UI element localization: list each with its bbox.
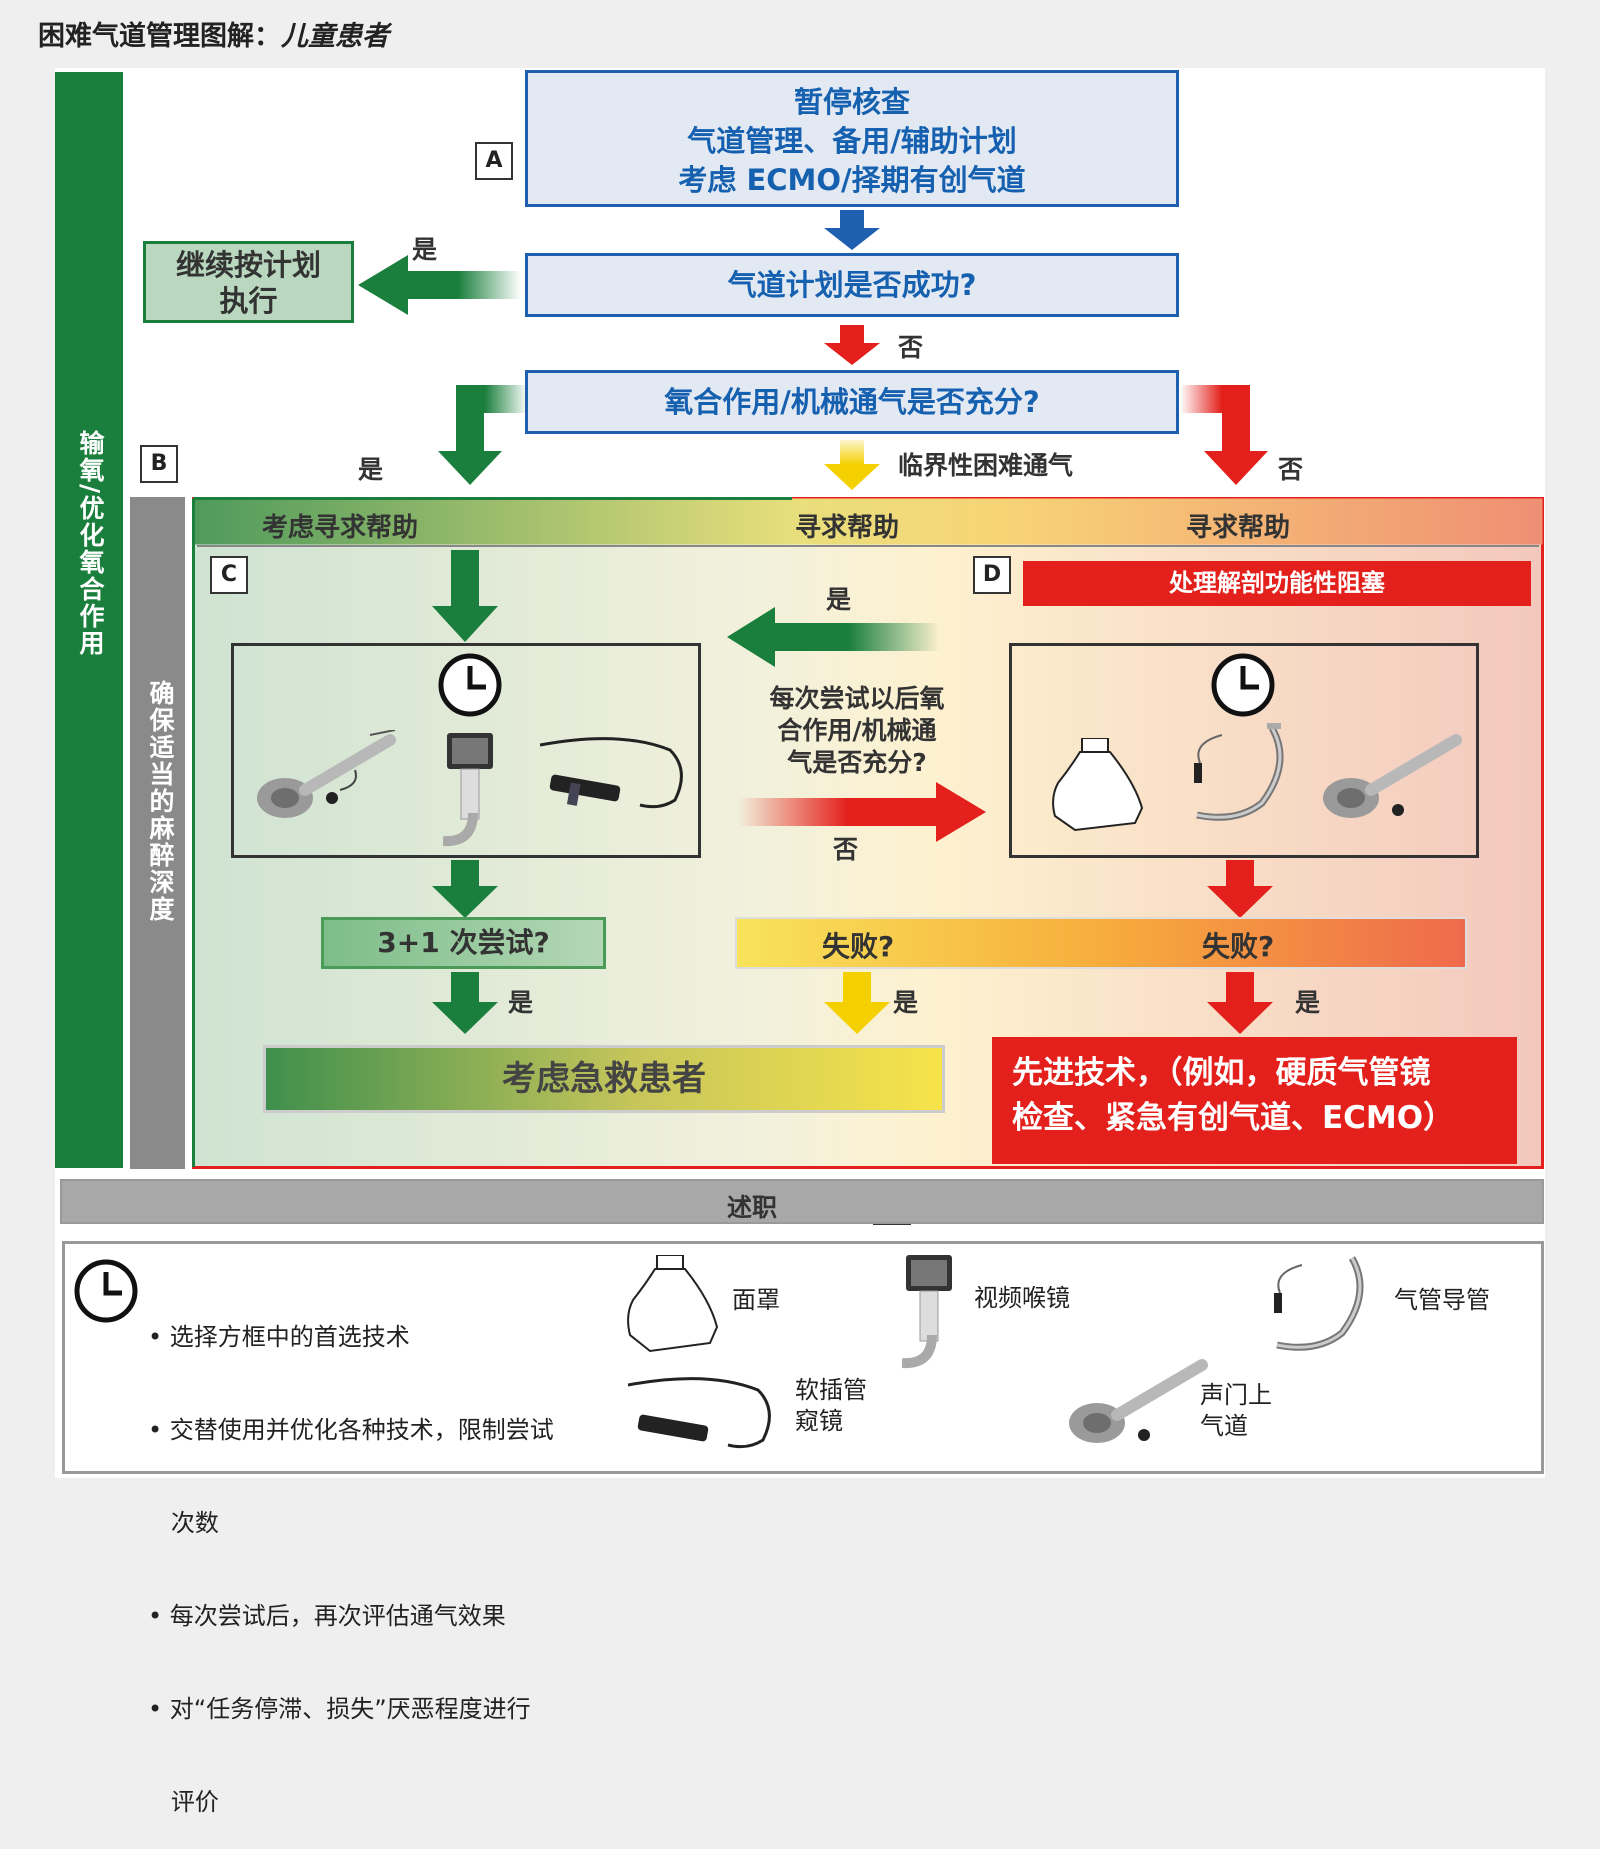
help-mid: 寻求帮助 [795, 513, 900, 543]
legend-bullet-4: • 对“任务停滞、损失”厌恶程度进行 [148, 1695, 531, 1723]
arrow-into-left-box [432, 550, 498, 642]
continue-line1: 继续按计划 [175, 248, 321, 282]
legend-bullets: • 选择方框中的首选技术 • 交替使用并优化各种技术，限制尝试 次数 • 每次尝… [148, 1260, 554, 1849]
letter-c: C [210, 556, 248, 594]
rescue-box: 考虑急救患者 [263, 1045, 945, 1113]
arrow-down-right-1 [1207, 860, 1273, 918]
clock-icon [1211, 653, 1275, 717]
legend-tube-label: 气管导管 [1394, 1286, 1490, 1314]
legend-sga-2: 气道 [1200, 1412, 1248, 1440]
arrow-down-right-2 [1207, 972, 1273, 1034]
legend-box [62, 1241, 1544, 1474]
advanced-techniques-box: 先进技术，（例如，硬质气管镜 检查、紧急有创气道、ECMO） [992, 1037, 1517, 1164]
legend-sga-1: 声门上 [1200, 1381, 1272, 1409]
arrow-middle-no [738, 782, 986, 842]
technique-box-right [1009, 643, 1479, 858]
fail-bar [735, 917, 1467, 969]
letter-a: A [475, 142, 513, 180]
oxygenation-question: 氧合作用/机械通气是否充分? [525, 370, 1179, 434]
title-italic: 儿童患者 [281, 21, 389, 52]
legend-bullet-3: • 每次尝试后，再次评估通气效果 [148, 1602, 506, 1630]
label-no-1: 否 [898, 333, 924, 362]
label-yes-1: 是 [412, 235, 438, 264]
label-no-2: 否 [1278, 455, 1304, 484]
continue-plan-box: 继续按计划 执行 [143, 241, 354, 323]
continue-line2: 执行 [219, 284, 278, 318]
video-laryngoscope-icon [902, 1255, 952, 1369]
timeout-line2: 气道管理、备用/辅助计划 [687, 124, 1017, 158]
oxygen-bar-label: 输氧/优化氧合作用 [76, 430, 105, 658]
middle-q-line3: 气是否充分? [787, 748, 927, 777]
arrow-critical [824, 440, 880, 490]
label-critical: 临界性困难通气 [898, 451, 1074, 480]
legend-bullet-1: • 选择方框中的首选技术 [148, 1323, 410, 1351]
timeout-line1: 暂停核查 [793, 85, 910, 119]
arrow-down-left-1 [432, 860, 498, 918]
fail-label-2: 失败? [1202, 930, 1275, 963]
flexible-scope-icon [540, 737, 683, 809]
arrow-down-blue [824, 210, 880, 250]
anesthesia-bar-label: 确保适当的麻醉深度 [146, 680, 175, 923]
legend-bullet-2b: 次数 [148, 1509, 219, 1537]
label-yes-3: 是 [508, 988, 534, 1017]
legend-sga-label: 声门上 气道 [1200, 1380, 1272, 1442]
middle-question: 每次尝试以后氧 合作用/机械通 气是否充分? [742, 683, 972, 779]
legend-bullet-2: • 交替使用并优化各种技术，限制尝试 [148, 1416, 554, 1444]
legend-mask-label: 面罩 [732, 1286, 780, 1314]
anesthesia-bar [130, 497, 185, 1169]
fail-label-1: 失败? [822, 930, 895, 963]
legend-video-label: 视频喉镜 [974, 1284, 1070, 1312]
advanced-line2: 检查、紧急有创气道、ECMO） [1012, 1100, 1455, 1136]
arrow-no-down [1180, 385, 1268, 485]
label-yes-2: 是 [358, 455, 384, 484]
inner-region [197, 545, 1539, 1164]
face-mask-icon [627, 1255, 719, 1353]
arrow-middle-yes [727, 607, 940, 667]
middle-q-line2: 合作用/机械通 [777, 716, 937, 745]
clock-icon [438, 653, 502, 717]
label-yes-5: 是 [1295, 988, 1321, 1017]
clock-icon [74, 1259, 138, 1323]
help-left: 考虑寻求帮助 [262, 513, 419, 543]
arrow-yes-continue [358, 255, 521, 315]
endotracheal-tube-icon [1194, 723, 1284, 821]
page-title: 困难气道管理图解：儿童患者 [38, 14, 389, 53]
help-right: 寻求帮助 [1186, 513, 1291, 543]
legend-flexscope-1: 软插管 [795, 1376, 867, 1404]
label-no-middle: 否 [833, 835, 859, 864]
title-main: 困难气道管理图解： [38, 21, 281, 52]
arrow-down-red [824, 325, 880, 365]
oxygen-bar [55, 72, 123, 1168]
label-yes-middle: 是 [826, 585, 852, 614]
arrow-down-left-2 [432, 972, 498, 1034]
middle-q-line1: 每次尝试以后氧 [769, 684, 945, 713]
endotracheal-tube-icon [1274, 1256, 1364, 1351]
legend-flexscope-label: 软插管 窥镜 [795, 1375, 867, 1437]
supraglottic-airway-icon [1069, 1359, 1208, 1443]
legend-flexscope-2: 窥镜 [795, 1407, 843, 1435]
supraglottic-airway-icon [257, 730, 396, 818]
video-laryngoscope-icon [443, 733, 493, 847]
technique-box-left [231, 643, 701, 858]
arrow-yes-down [438, 385, 528, 485]
label-yes-4: 是 [893, 988, 919, 1017]
airway-plan-question: 气道计划是否成功? [525, 253, 1179, 317]
advanced-line1: 先进技术，（例如，硬质气管镜 [1012, 1055, 1431, 1091]
debrief-bar [60, 1179, 1544, 1224]
timeout-line3: 考虑 ECMO/择期有创气道 [678, 163, 1026, 197]
obstruction-bar: 处理解剖功能性阻塞 [1023, 561, 1531, 606]
legend-bullet-4b: 评价 [148, 1788, 219, 1816]
supraglottic-airway-icon [1323, 734, 1462, 818]
letter-b: B [140, 445, 178, 483]
letter-d: D [973, 556, 1011, 594]
arrow-down-mid-2 [824, 972, 890, 1034]
debrief-label: 述职 [727, 1193, 778, 1222]
face-mask-icon [1052, 738, 1144, 832]
attempts-box: 3+1 次尝试? [321, 917, 606, 969]
timeout-box: 暂停核查 气道管理、备用/辅助计划 考虑 ECMO/择期有创气道 [525, 70, 1179, 207]
flexible-scope-icon [628, 1377, 771, 1449]
